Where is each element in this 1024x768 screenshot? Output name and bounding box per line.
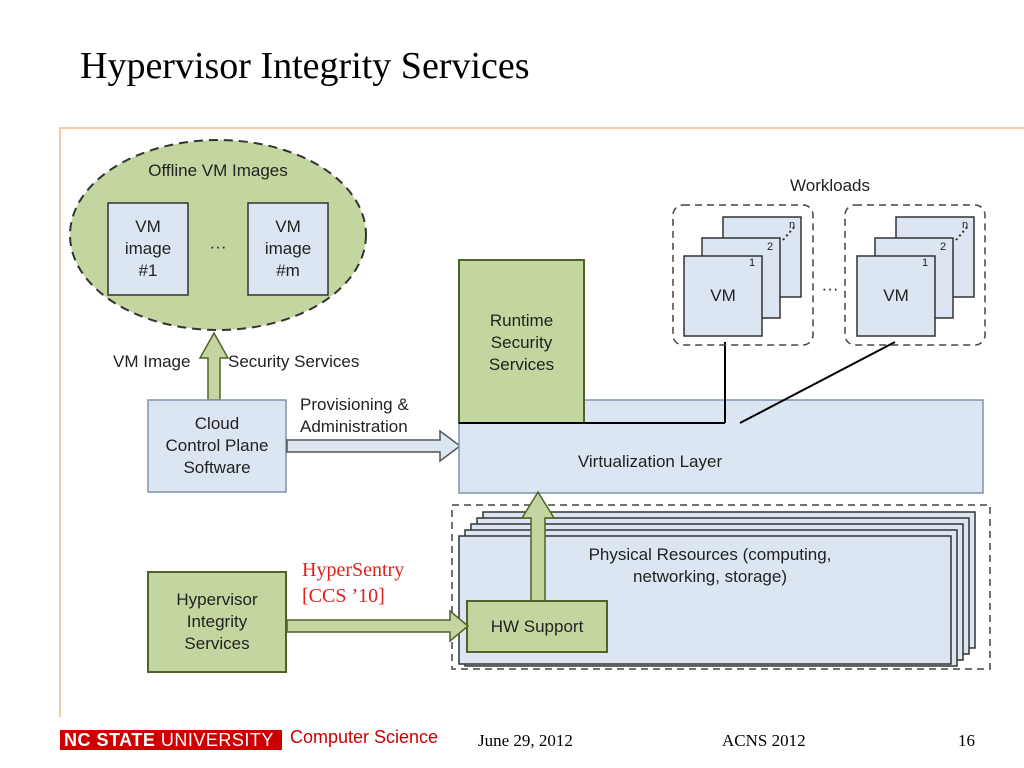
runtime-security-label: Runtime Security Services (488, 311, 555, 374)
runtime-security-box (458, 259, 585, 424)
hypervisor-integrity-box (147, 571, 287, 673)
virtualization-layer-label: Virtualization Layer (577, 452, 723, 471)
vm-index-1-2: 2 (766, 241, 774, 253)
virtualization-layer-box (458, 399, 984, 494)
vm-image-first-box (107, 202, 189, 296)
provisioning-label: Provisioning & Administration (300, 395, 409, 436)
hypervisor-integrity-label: Hypervisor Integrity Services (176, 590, 258, 653)
vm-index-2-n: n (961, 219, 969, 231)
slide-title: Hypervisor Integrity Services (80, 45, 530, 87)
physical-resources-label: Physical Resources (computing, networkin… (588, 545, 832, 586)
workload-ellipsis: ··· (821, 279, 839, 298)
arrow-up-to-virtualization (520, 490, 556, 604)
department-label: Computer Science (290, 727, 439, 747)
vm-image-first-label: VM image #1 (124, 217, 172, 280)
security-services-label: Security Services (228, 352, 360, 371)
workload-group-1 (672, 204, 814, 346)
images-ellipsis: ··· (209, 237, 227, 256)
vm-index-2-1: 1 (921, 257, 929, 269)
vm-label-2: VM (883, 286, 909, 305)
university-thin: UNIVERSITY (160, 730, 274, 750)
vm-label-1: VM (710, 286, 736, 305)
vm-image-last-label: VM image #m (264, 217, 312, 280)
vm-stack-1-1 (683, 255, 763, 337)
workload-group-2 (844, 204, 986, 346)
vm-image-label: VM Image (113, 352, 191, 371)
footer-date: June 29, 2012 (478, 731, 573, 750)
hypersentry-citation: HyperSentry [CCS ’10] (302, 559, 405, 607)
vm-stack-2-1 (856, 255, 936, 337)
vm-stack-1-dots (782, 224, 797, 241)
vm-image-last-box (247, 202, 329, 296)
provisioning-arrow (286, 429, 462, 463)
offline-images-label: Offline VM Images (148, 161, 288, 180)
vm-index-1-1: 1 (748, 257, 756, 269)
frame-top-rule (59, 127, 1024, 129)
workload-link-2 (739, 341, 896, 424)
cloud-control-box (147, 399, 287, 493)
cloud-control-label: Cloud Control Plane Software (165, 414, 269, 477)
university-bold: NC STATE (64, 730, 156, 750)
hw-support-label: HW Support (490, 616, 584, 636)
frame-left-rule (59, 127, 61, 717)
page-number: 16 (958, 731, 975, 750)
vm-index-2-2: 2 (939, 241, 947, 253)
arrow-up-to-images (198, 331, 230, 401)
vm-index-1-n: n (788, 219, 796, 231)
workloads-label: Workloads (790, 176, 870, 195)
physical-resources-group (451, 504, 991, 670)
footer-conference: ACNS 2012 (722, 731, 806, 750)
university-logo: NC STATE UNIVERSITY (60, 730, 282, 750)
vm-stack-2-dots (955, 224, 970, 241)
his-to-hw-arrow (286, 609, 470, 643)
